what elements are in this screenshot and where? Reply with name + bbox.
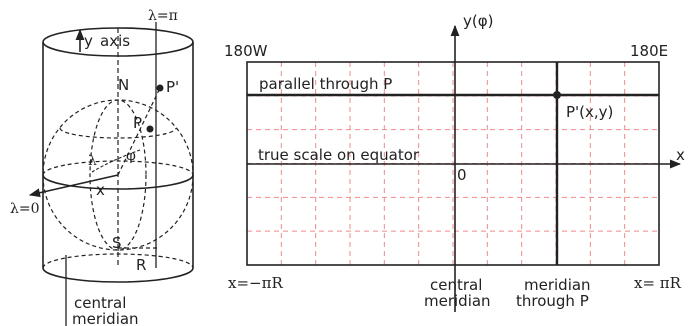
map-y-axis-label: y(φ) (463, 12, 493, 30)
lambda-angle-label: λ (88, 153, 97, 169)
map-central-meridian-label-2: meridian (424, 292, 491, 310)
lambda-zero-label: λ=0 (10, 201, 40, 217)
east-180-label: 180E (630, 42, 668, 60)
point-p-label: P (133, 114, 142, 132)
point-p-prime-coords-label: P'(x,y) (566, 103, 613, 121)
phi-angle-label: φ (126, 148, 136, 164)
origin-label: 0 (457, 166, 467, 184)
map-central-meridian-label-1: central (430, 276, 482, 294)
south-label: S (112, 234, 122, 252)
cylinder-y-label: y (84, 32, 93, 50)
point-p-prime-dot (156, 84, 164, 92)
cyl-central-meridian-label-2: meridian (72, 310, 139, 326)
x-min-label: x=−πR (228, 274, 283, 292)
point-p-prime-label: P' (166, 78, 179, 96)
cyl-central-meridian-label-1: central (74, 294, 126, 312)
radius-label: R (136, 256, 146, 274)
axis-label: axis (100, 32, 130, 50)
x-max-label: x= πR (634, 274, 682, 292)
north-label: N (118, 76, 129, 94)
west-180-label: 180W (224, 42, 268, 60)
projection-line (117, 87, 161, 176)
meridian-through-p-label-1: meridian (524, 276, 591, 294)
parallel-through-p-label: parallel through P (259, 75, 392, 93)
lambda-pi-label: λ=π (148, 8, 178, 24)
cylinder-x-label: x (96, 181, 105, 199)
sphere-parallel (59, 127, 177, 139)
equator-label: true scale on equator (258, 146, 420, 164)
point-p-dot (146, 125, 154, 133)
cylinder-figure (28, 22, 194, 326)
cylinder-x-axis (28, 174, 119, 198)
point-p-prime-map-dot (553, 91, 561, 99)
cylinder-bottom-front (42, 267, 194, 283)
equator-back (42, 160, 194, 176)
meridian-through-p-label-2: through P (516, 292, 589, 310)
map-x-axis-label: x (676, 146, 685, 164)
